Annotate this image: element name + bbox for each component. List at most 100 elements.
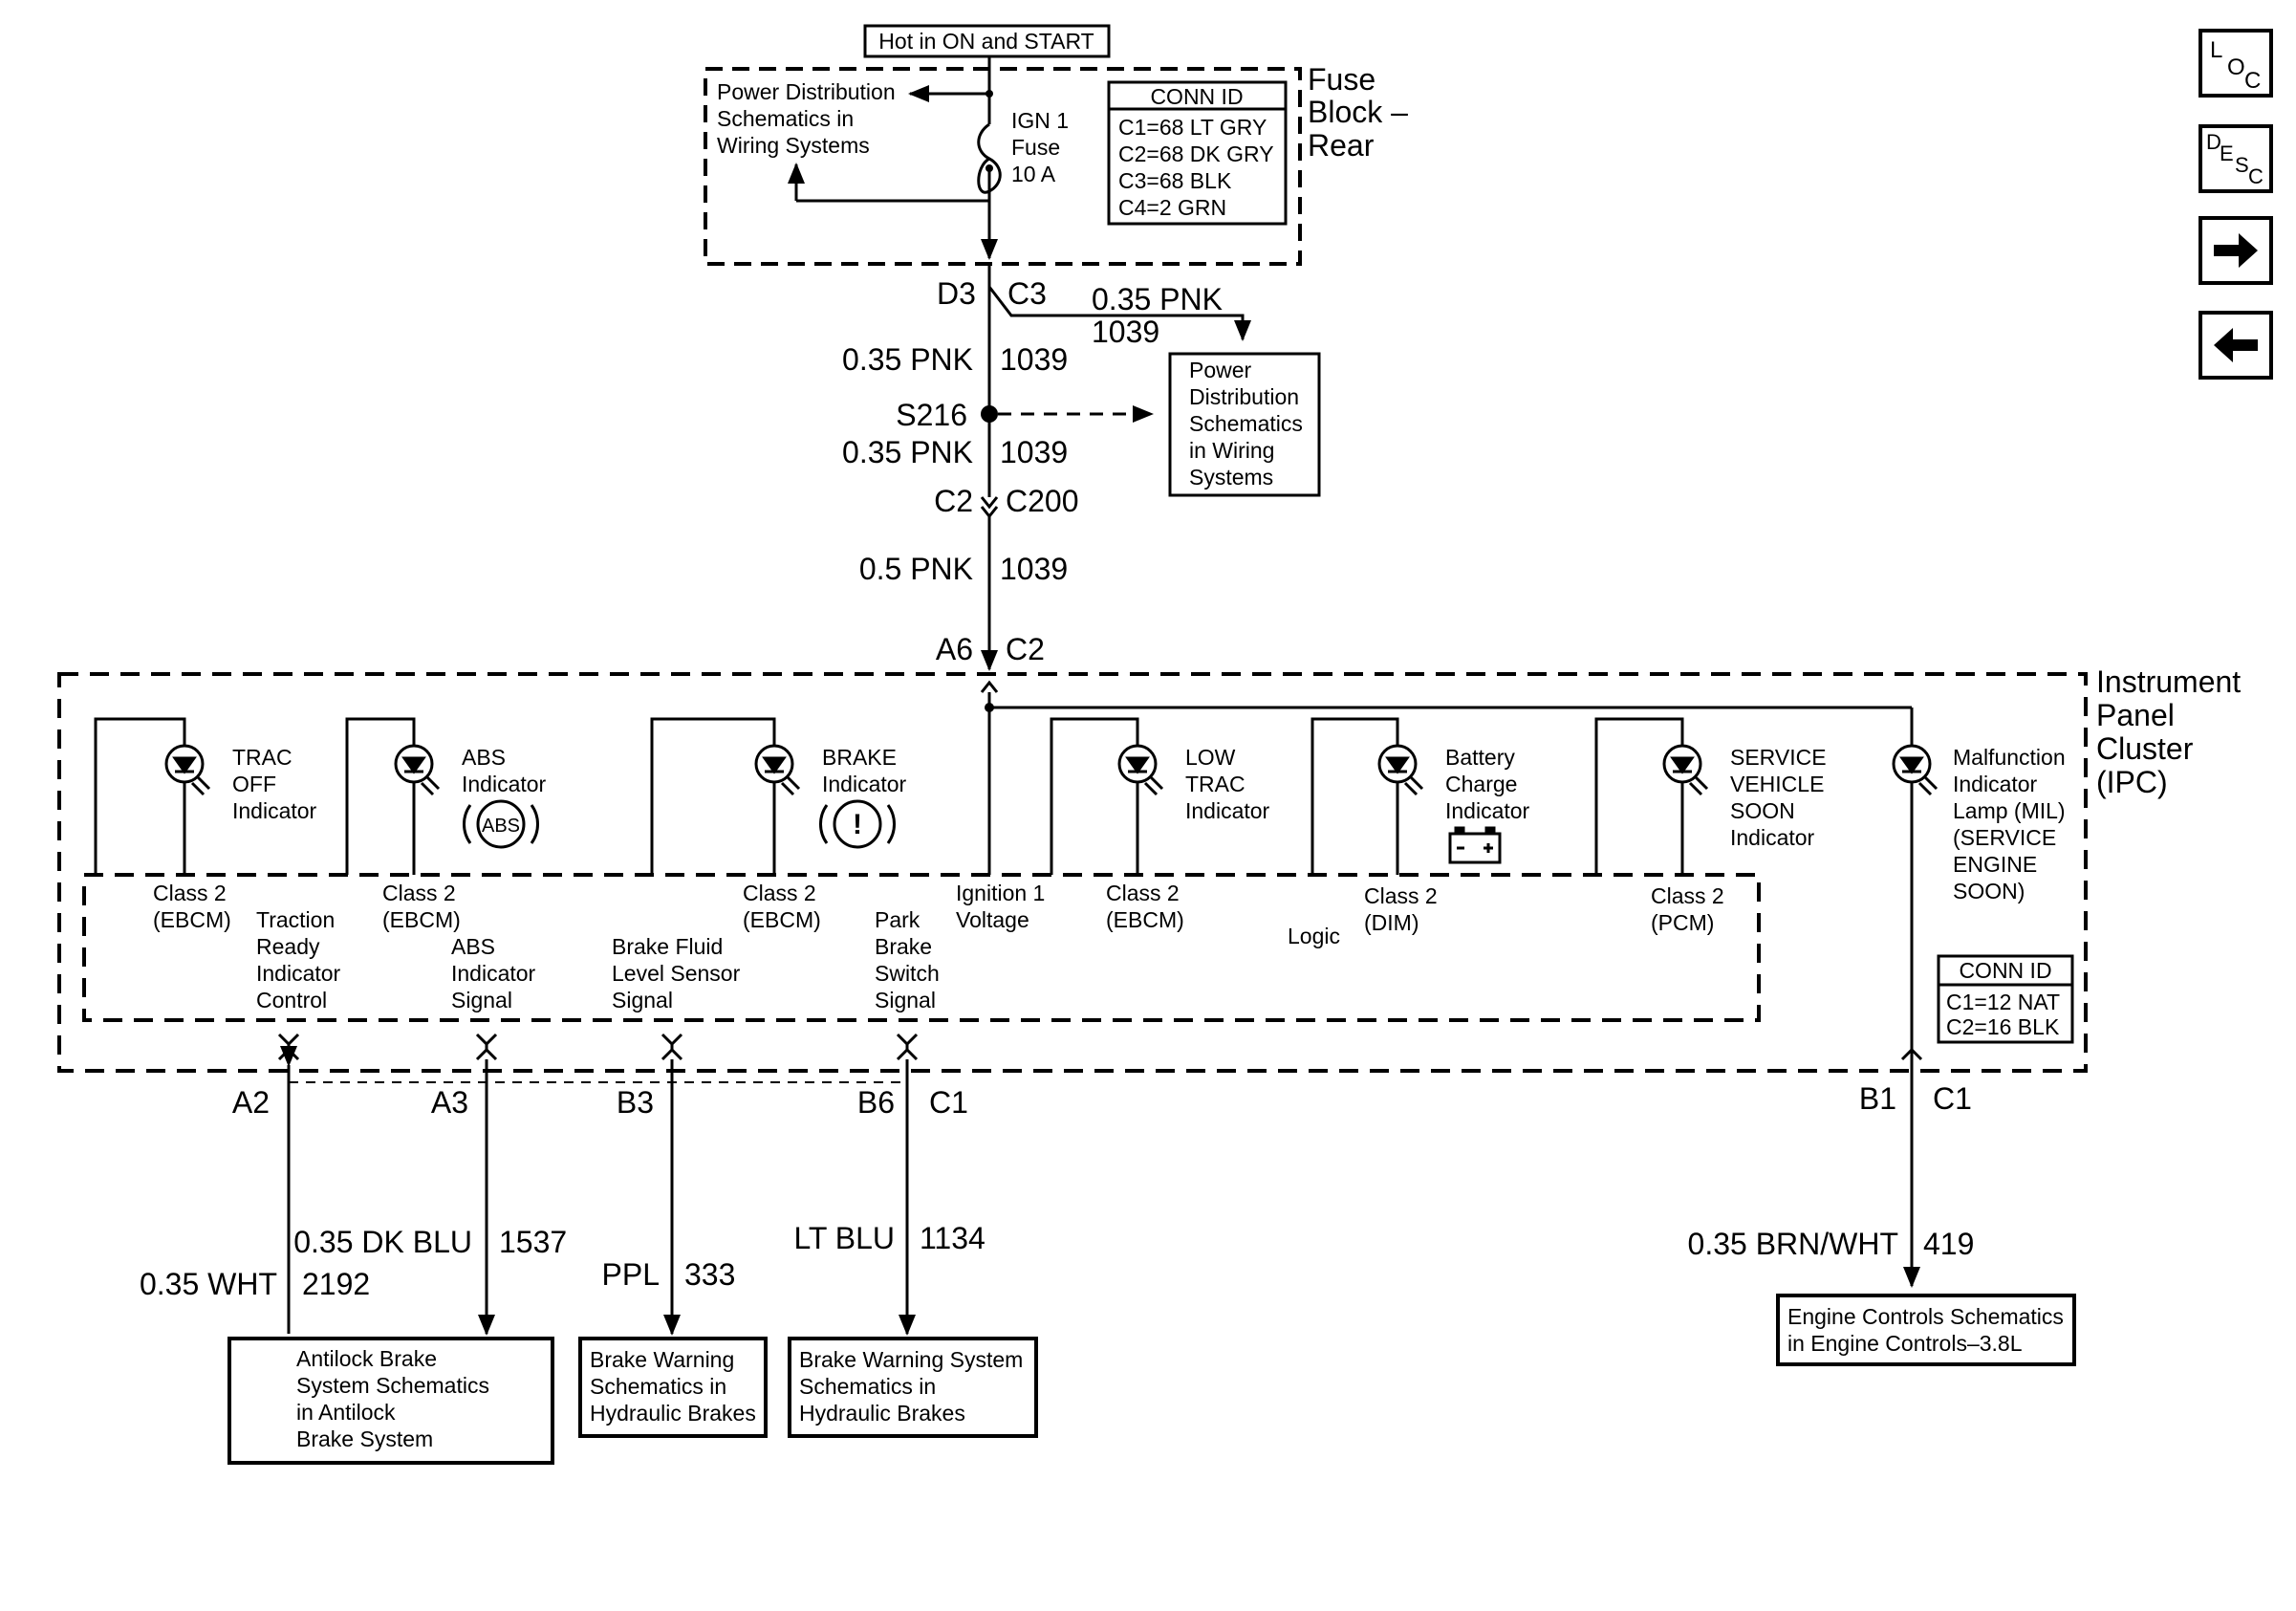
svg-text:Indicator: Indicator <box>451 961 536 986</box>
svg-text:333: 333 <box>684 1257 735 1292</box>
svg-text:Traction: Traction <box>256 907 335 932</box>
svg-text:Indicator: Indicator <box>1953 772 2038 796</box>
ipc-conn-id-table: CONN ID C1=12 NAT C2=16 BLK <box>1937 954 2074 1044</box>
svg-text:Logic: Logic <box>1288 924 1340 948</box>
logic-labels: Class 2 (EBCM) Traction Ready Indicator … <box>153 881 1724 1012</box>
svg-text:S: S <box>2235 153 2249 177</box>
led-icon-service-vehicle <box>1662 744 1709 796</box>
svg-text:Class 2: Class 2 <box>382 881 456 905</box>
svg-text:Hydraulic Brakes: Hydraulic Brakes <box>799 1401 965 1426</box>
svg-text:Instrument: Instrument <box>2096 664 2241 699</box>
svg-text:(EBCM): (EBCM) <box>743 907 821 932</box>
svg-text:(SERVICE: (SERVICE <box>1953 825 2056 850</box>
svg-text:in Wiring: in Wiring <box>1189 438 1274 463</box>
svg-text:Signal: Signal <box>612 988 673 1012</box>
ipc-bus-wiring <box>94 692 1914 1052</box>
svg-text:Panel: Panel <box>2096 698 2175 732</box>
hot-label-box: Hot in ON and START <box>863 24 1111 58</box>
loc-button[interactable]: L O C <box>2199 29 2273 98</box>
svg-text:0.35 PNK: 0.35 PNK <box>842 435 973 469</box>
svg-text:PPL: PPL <box>602 1257 660 1292</box>
svg-text:ABS: ABS <box>482 816 520 837</box>
next-page-button[interactable] <box>2199 216 2273 285</box>
prev-page-button[interactable] <box>2199 311 2273 380</box>
svg-text:Switch: Switch <box>875 961 940 986</box>
lamp-label-mil: Malfunction Indicator Lamp (MIL) (SERVIC… <box>1953 745 2066 903</box>
desc-button[interactable]: D E S C <box>2199 124 2273 193</box>
svg-text:Schematics in: Schematics in <box>590 1374 726 1399</box>
svg-text:0.35 DK BLU: 0.35 DK BLU <box>293 1225 472 1259</box>
output-wire-labels: 0.35 WHT 2192 0.35 DK BLU 1537 PPL 333 L… <box>140 1221 1974 1301</box>
svg-text:O: O <box>2227 54 2245 80</box>
svg-text:Fuse: Fuse <box>1011 135 1060 160</box>
svg-text:Malfunction: Malfunction <box>1953 745 2066 770</box>
svg-text:1039: 1039 <box>1092 315 1159 349</box>
svg-text:Rear: Rear <box>1308 128 1375 163</box>
svg-text:LOW: LOW <box>1185 745 1236 770</box>
svg-text:LT BLU: LT BLU <box>793 1221 895 1255</box>
svg-text:Class 2: Class 2 <box>1364 883 1438 908</box>
fuse-conn-id-table: CONN ID C1=68 LT GRY C2=68 DK GRY C3=68 … <box>1107 80 1288 226</box>
svg-text:D: D <box>2206 130 2221 154</box>
pds-box-right: Power Distribution Schematics in Wiring … <box>1168 352 1321 497</box>
svg-text:C1=68 LT GRY: C1=68 LT GRY <box>1118 115 1267 140</box>
svg-text:Brake: Brake <box>875 934 932 959</box>
svg-text:Level Sensor: Level Sensor <box>612 961 741 986</box>
fuse-node-bottom <box>986 164 993 172</box>
svg-text:Ready: Ready <box>256 934 320 959</box>
svg-text:VEHICLE: VEHICLE <box>1730 772 1824 796</box>
svg-text:1039: 1039 <box>1000 435 1068 469</box>
ipc-bus-node <box>985 703 994 712</box>
svg-text:System Schematics: System Schematics <box>296 1373 489 1398</box>
svg-text:Brake Warning System: Brake Warning System <box>799 1347 1023 1372</box>
svg-text:Indicator: Indicator <box>1445 798 1530 823</box>
svg-text:C: C <box>2244 68 2261 94</box>
abs-badge-icon: ABS <box>463 799 539 849</box>
output-connector-labels: A2 A3 B3 B6 C1 B1 C1 <box>232 1081 1972 1120</box>
battery-icon <box>1448 826 1502 864</box>
svg-text:TRAC: TRAC <box>1185 772 1245 796</box>
svg-text:A3: A3 <box>431 1085 468 1120</box>
svg-text:Control: Control <box>256 988 327 1012</box>
fuse-block-boundary <box>704 67 1302 266</box>
svg-text:C3=68 BLK: C3=68 BLK <box>1118 168 1232 193</box>
svg-text:Indicator: Indicator <box>1185 798 1270 823</box>
svg-text:Indicator: Indicator <box>822 772 907 796</box>
svg-text:Class 2: Class 2 <box>1106 881 1180 905</box>
svg-text:CONN ID: CONN ID <box>1150 84 1243 109</box>
hot-label: Hot in ON and START <box>878 29 1094 54</box>
svg-text:Hydraulic Brakes: Hydraulic Brakes <box>590 1401 756 1426</box>
led-icon-battery <box>1377 744 1424 796</box>
svg-text:1039: 1039 <box>1000 342 1068 377</box>
svg-text:Schematics: Schematics <box>1189 411 1303 436</box>
splice-s216 <box>981 405 998 423</box>
svg-text:C3: C3 <box>1007 276 1047 311</box>
svg-text:C2=68 DK GRY: C2=68 DK GRY <box>1118 142 1274 166</box>
brake-badge-icon: ! <box>819 799 896 849</box>
svg-text:Signal: Signal <box>875 988 936 1012</box>
svg-text:SOON: SOON <box>1730 798 1795 823</box>
lamp-label-brake: BRAKE Indicator <box>822 745 907 796</box>
desc-icon: D E S C <box>2206 130 2264 188</box>
svg-text:E: E <box>2220 142 2234 165</box>
svg-text:SOON): SOON) <box>1953 879 2025 903</box>
svg-text:S216: S216 <box>896 398 967 432</box>
svg-text:1134: 1134 <box>920 1221 986 1255</box>
svg-text:Systems: Systems <box>1189 465 1273 490</box>
svg-text:Voltage: Voltage <box>956 907 1029 932</box>
svg-text:0.5 PNK: 0.5 PNK <box>859 552 973 586</box>
svg-text:(EBCM): (EBCM) <box>382 907 461 932</box>
svg-text:Indicator: Indicator <box>232 798 317 823</box>
svg-text:Engine Controls Schematics: Engine Controls Schematics <box>1787 1304 2064 1329</box>
output-wiring <box>277 1033 1923 1336</box>
lamp-icons <box>164 744 1939 796</box>
arrow-right-icon <box>2214 233 2258 268</box>
svg-text:in Engine Controls–3.8L: in Engine Controls–3.8L <box>1787 1331 2023 1356</box>
svg-text:TRAC: TRAC <box>232 745 292 770</box>
svg-text:C: C <box>2248 164 2264 188</box>
svg-text:ABS: ABS <box>462 745 506 770</box>
c3-connector-label: D3 C3 0.35 PNK 1039 <box>937 276 1223 349</box>
lamp-label-abs: ABS Indicator <box>462 745 547 796</box>
svg-text:Power: Power <box>1189 358 1252 382</box>
